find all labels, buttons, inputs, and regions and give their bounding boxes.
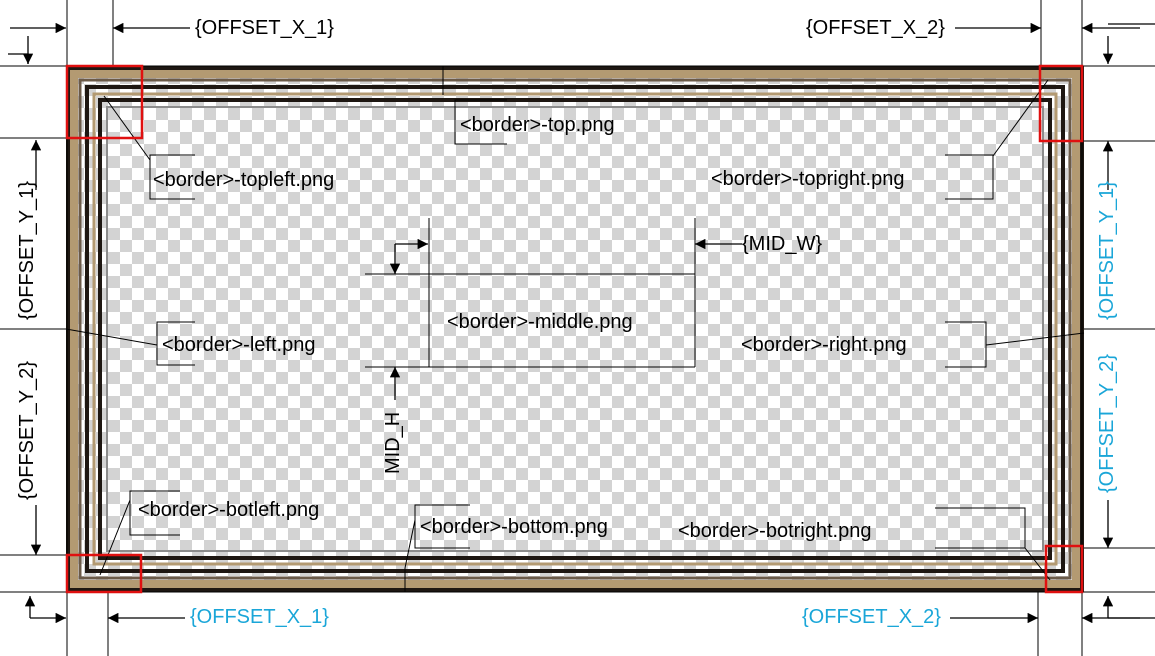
offset-y-2-left-label: {OFFSET_Y_2} [16,361,38,500]
offset-x-1-bottom-label: {OFFSET_X_1} [190,606,329,628]
offset-y-1-right-label: {OFFSET_Y_1} [1096,181,1118,320]
offset-x-1-top-label: {OFFSET_X_1} [195,17,334,39]
tile-right-label: <border>-right.png [741,334,907,356]
dimension-arrows [8,22,1155,624]
transparent-area [66,66,1084,592]
tile-topright-label: <border>-topright.png [711,168,905,190]
tile-bottom-label: <border>-bottom.png [420,516,608,538]
offset-x-2-top-label: {OFFSET_X_2} [806,17,945,39]
tile-topleft-label: <border>-topleft.png [153,169,335,191]
leader-lines [65,79,1085,581]
offset-y-2-right-label: {OFFSET_Y_2} [1096,354,1118,493]
botleft-corner-box [65,553,143,594]
tile-botright-label: <border>-botright.png [678,520,872,542]
tile-top-label: <border>-top.png [460,114,615,136]
mid-w-label: {MID_W} [742,233,823,255]
topright-corner-box [1038,64,1084,143]
tile-botleft-label: <border>-botleft.png [138,499,320,521]
middle-region [365,218,696,368]
offset-y-1-left-label: {OFFSET_Y_1} [16,181,38,320]
corner-highlights [65,64,1084,594]
topleft-corner-box [65,64,144,140]
tile-left-label: <border>-left.png [162,334,316,356]
botright-corner-box [1044,544,1084,594]
tile-middle-label: <border>-middle.png [447,311,633,333]
offset-x-2-bottom-label: {OFFSET_X_2} [802,606,941,628]
mid-h-label: MID_H [382,411,404,474]
frame [66,66,1084,592]
